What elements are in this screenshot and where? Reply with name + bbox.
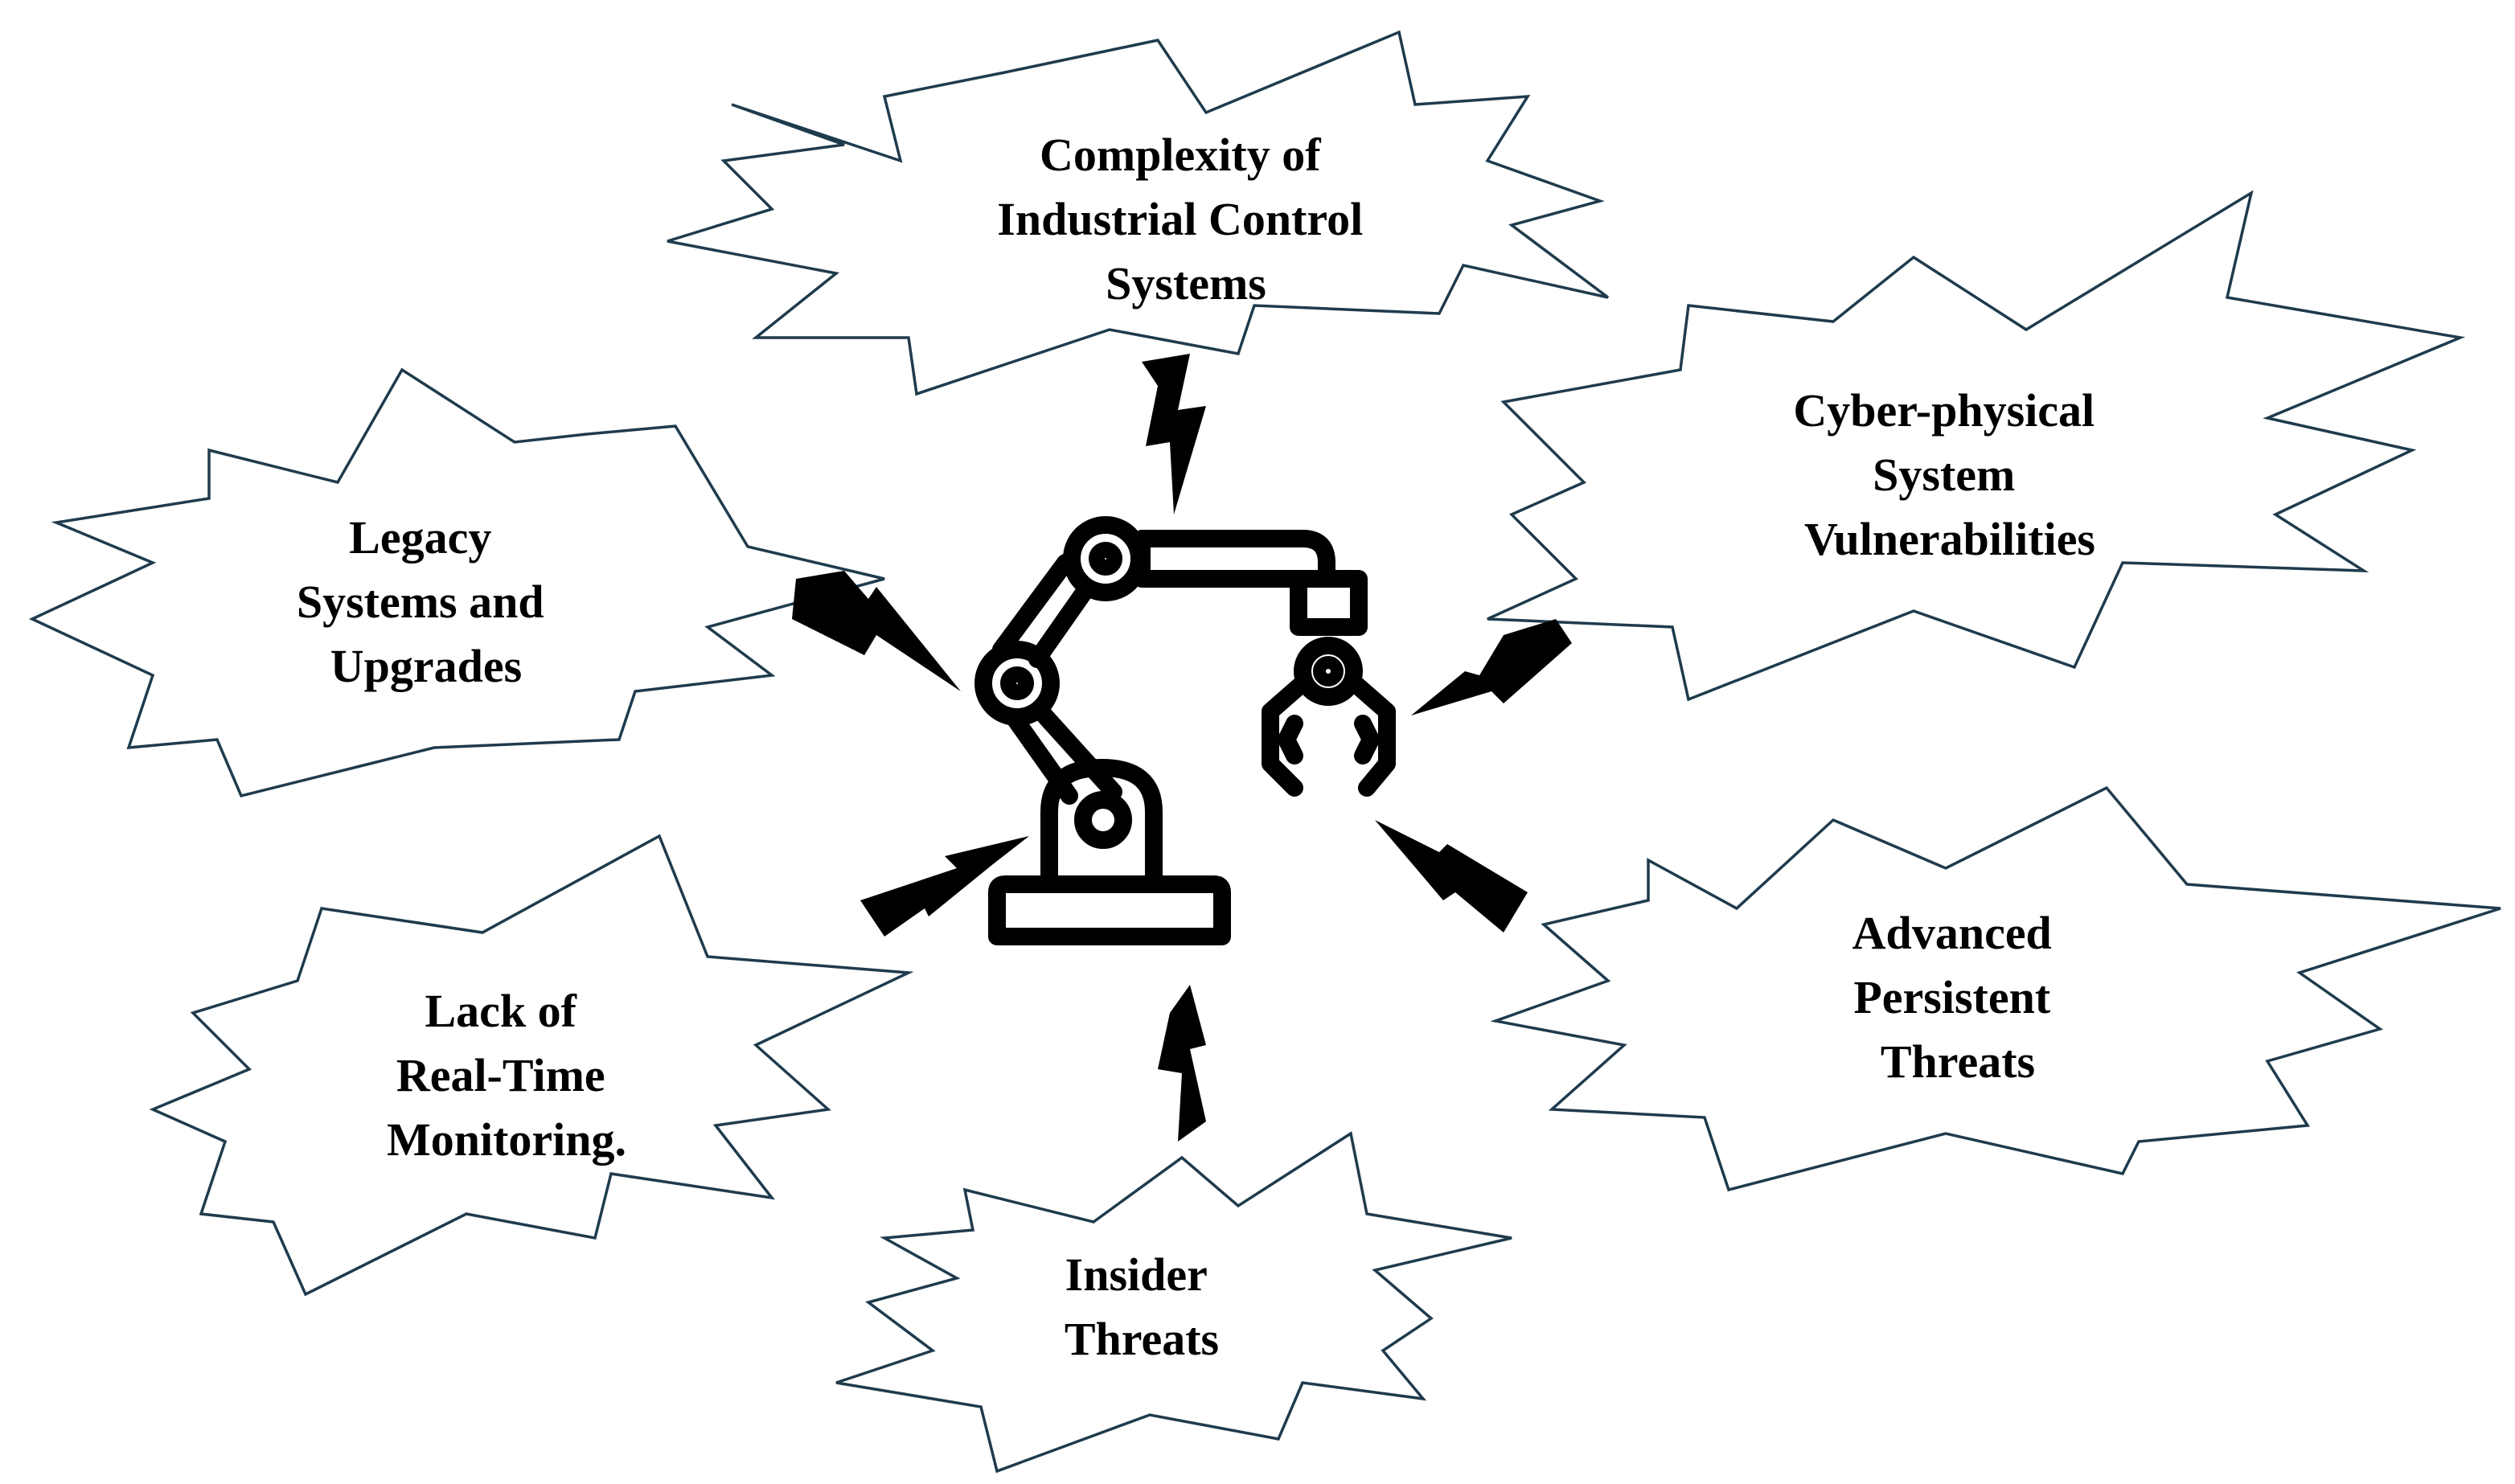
label-insider-line-2: Threats (1065, 1313, 1219, 1365)
burst-cps-shape (1487, 190, 2466, 702)
label-cps-line-1: Cyber-physical (1793, 384, 2094, 437)
label-cps-line-3: Vulnerabilities (1804, 513, 2095, 565)
robot-arm-icon (974, 516, 1396, 945)
label-monitoring-line-2: Real-Time (396, 1049, 605, 1101)
burst-apt-shape (1490, 785, 2501, 1192)
label-ics-line-2: Industrial Control (997, 193, 1363, 245)
label-legacy-line-1: Legacy (349, 511, 491, 564)
burst-cps: Cyber-physical System Vulnerabilities (1487, 190, 2466, 702)
label-apt: Advanced Persistent Threats (1852, 907, 2064, 1088)
label-apt-line-3: Threats (1881, 1035, 2035, 1088)
label-legacy-line-2: Systems and (297, 576, 544, 628)
burst-insider-shape (835, 1131, 1512, 1474)
label-monitoring-line-3: Monitoring. (387, 1113, 626, 1166)
label-cps-line-2: System (1873, 449, 2015, 501)
label-insider-line-1: Insider (1065, 1248, 1208, 1301)
label-monitoring: Lack of Real-Time Monitoring. (387, 985, 626, 1166)
lightning-bolt-icon-bottom (1158, 985, 1206, 1142)
burst-monitoring-shape (149, 834, 914, 1297)
burst-monitoring: Lack of Real-Time Monitoring. (149, 834, 914, 1297)
lightning-bolt-icon-top (1142, 354, 1206, 514)
label-cps: Cyber-physical System Vulnerabilities (1793, 384, 2106, 565)
burst-legacy-shape (28, 367, 885, 798)
burst-legacy: Legacy Systems and Upgrades (28, 367, 885, 798)
burst-ics-shape (667, 30, 1610, 396)
lightning-bolt-icon-lower-right (1375, 820, 1528, 933)
burst-apt: Advanced Persistent Threats (1490, 785, 2501, 1192)
lightning-bolt-icon-left (792, 571, 961, 691)
label-ics: Complexity of Industrial Control Systems (997, 129, 1374, 310)
label-ics-line-3: Systems (1106, 257, 1266, 310)
label-apt-line-2: Persistent (1853, 971, 2050, 1023)
label-monitoring-line-1: Lack of (425, 985, 577, 1037)
burst-ics: Complexity of Industrial Control Systems (667, 30, 1610, 396)
label-insider: Insider Threats (1065, 1248, 1219, 1365)
label-legacy: Legacy Systems and Upgrades (297, 511, 556, 692)
label-apt-line-1: Advanced (1852, 907, 2052, 959)
label-legacy-line-3: Upgrades (330, 640, 522, 692)
label-ics-line-1: Complexity of (1040, 129, 1321, 181)
lightning-bolt-icon-right (1411, 619, 1572, 715)
lightning-bolt-icon-lower-left (860, 836, 1029, 937)
burst-insider: Insider Threats (835, 1131, 1512, 1474)
